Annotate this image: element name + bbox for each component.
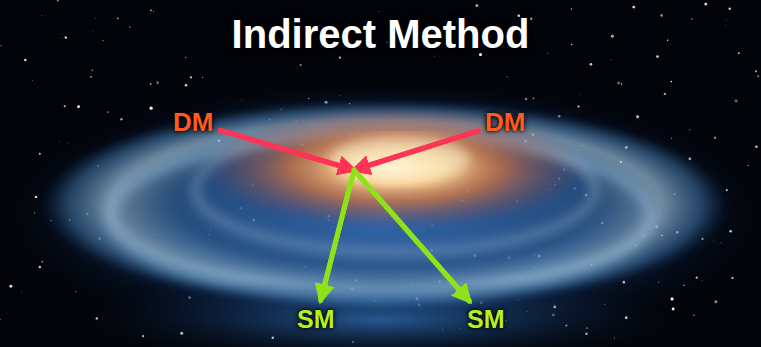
- star: [475, 4, 478, 7]
- star: [757, 75, 759, 77]
- star: [153, 11, 154, 12]
- star: [691, 18, 693, 20]
- incoming-arrow: [354, 131, 478, 170]
- star: [95, 17, 97, 19]
- outgoing-arrow: [321, 170, 354, 300]
- star: [714, 300, 717, 303]
- standard-model-label: SM: [462, 304, 510, 336]
- star: [731, 277, 733, 279]
- star: [57, 0, 59, 2]
- star: [621, 83, 623, 85]
- star: [506, 76, 507, 77]
- particle-label: SM: [467, 306, 505, 334]
- star: [547, 53, 549, 55]
- outgoing-arrow: [321, 170, 354, 300]
- star: [689, 129, 691, 131]
- star: [738, 52, 740, 54]
- star: [61, 34, 63, 36]
- outgoing-arrow: [354, 170, 469, 301]
- galaxy-underside: [80, 275, 680, 347]
- star: [202, 77, 203, 78]
- star: [60, 37, 62, 39]
- star: [39, 153, 41, 155]
- star: [107, 111, 109, 113]
- star: [77, 105, 80, 108]
- star: [670, 81, 672, 83]
- star: [704, 2, 707, 5]
- annihilation-arrow: [220, 130, 354, 300]
- star: [0, 319, 1, 320]
- star: [296, 67, 298, 69]
- star: [190, 76, 192, 78]
- particle-label: DM: [485, 108, 525, 137]
- star: [571, 8, 572, 9]
- dark-matter-label: DM: [480, 106, 530, 139]
- title: Indirect Method: [0, 12, 761, 57]
- incoming-arrow: [220, 130, 354, 170]
- star: [725, 25, 726, 26]
- star: [667, 40, 668, 41]
- star: [748, 165, 749, 166]
- star: [571, 44, 572, 45]
- star: [21, 291, 23, 293]
- star: [755, 145, 757, 147]
- star: [41, 14, 43, 16]
- dark-matter-label: DM: [168, 106, 218, 139]
- star: [726, 19, 728, 21]
- star: [150, 83, 152, 85]
- star: [617, 82, 620, 85]
- incoming-arrow: [354, 131, 478, 170]
- star: [129, 26, 130, 27]
- star: [117, 18, 119, 20]
- star: [156, 81, 159, 84]
- standard-model-label: SM: [292, 304, 340, 336]
- incoming-arrow: [220, 130, 354, 170]
- star: [664, 93, 666, 95]
- star: [755, 70, 757, 72]
- galaxy-core: [205, 106, 585, 230]
- star: [150, 9, 152, 11]
- star: [339, 56, 341, 58]
- particle-label: DM: [173, 108, 213, 137]
- star: [0, 45, 2, 47]
- star: [300, 64, 302, 66]
- star: [65, 36, 67, 38]
- star: [610, 59, 612, 61]
- star: [64, 105, 66, 107]
- annihilation-arrow: [321, 131, 478, 300]
- star: [24, 59, 27, 62]
- star: [185, 57, 187, 59]
- star: [530, 18, 532, 20]
- particle-label: SM: [297, 306, 335, 334]
- outgoing-arrow: [354, 170, 469, 301]
- star: [58, 140, 60, 142]
- star: [9, 285, 12, 288]
- star: [185, 84, 187, 86]
- star: [590, 63, 593, 66]
- star: [632, 6, 635, 9]
- annihilation-arrow: [220, 130, 469, 301]
- star: [611, 35, 614, 38]
- star: [714, 136, 716, 138]
- star: [92, 70, 94, 72]
- star: [90, 76, 92, 78]
- star: [693, 314, 695, 316]
- annihilation-arrow: [354, 131, 478, 301]
- star: [660, 14, 663, 17]
- star: [102, 40, 104, 42]
- star: [656, 55, 659, 58]
- star: [734, 99, 737, 102]
- star: [32, 80, 33, 81]
- star: [728, 7, 731, 10]
- star: [92, 30, 94, 32]
- star: [578, 95, 580, 97]
